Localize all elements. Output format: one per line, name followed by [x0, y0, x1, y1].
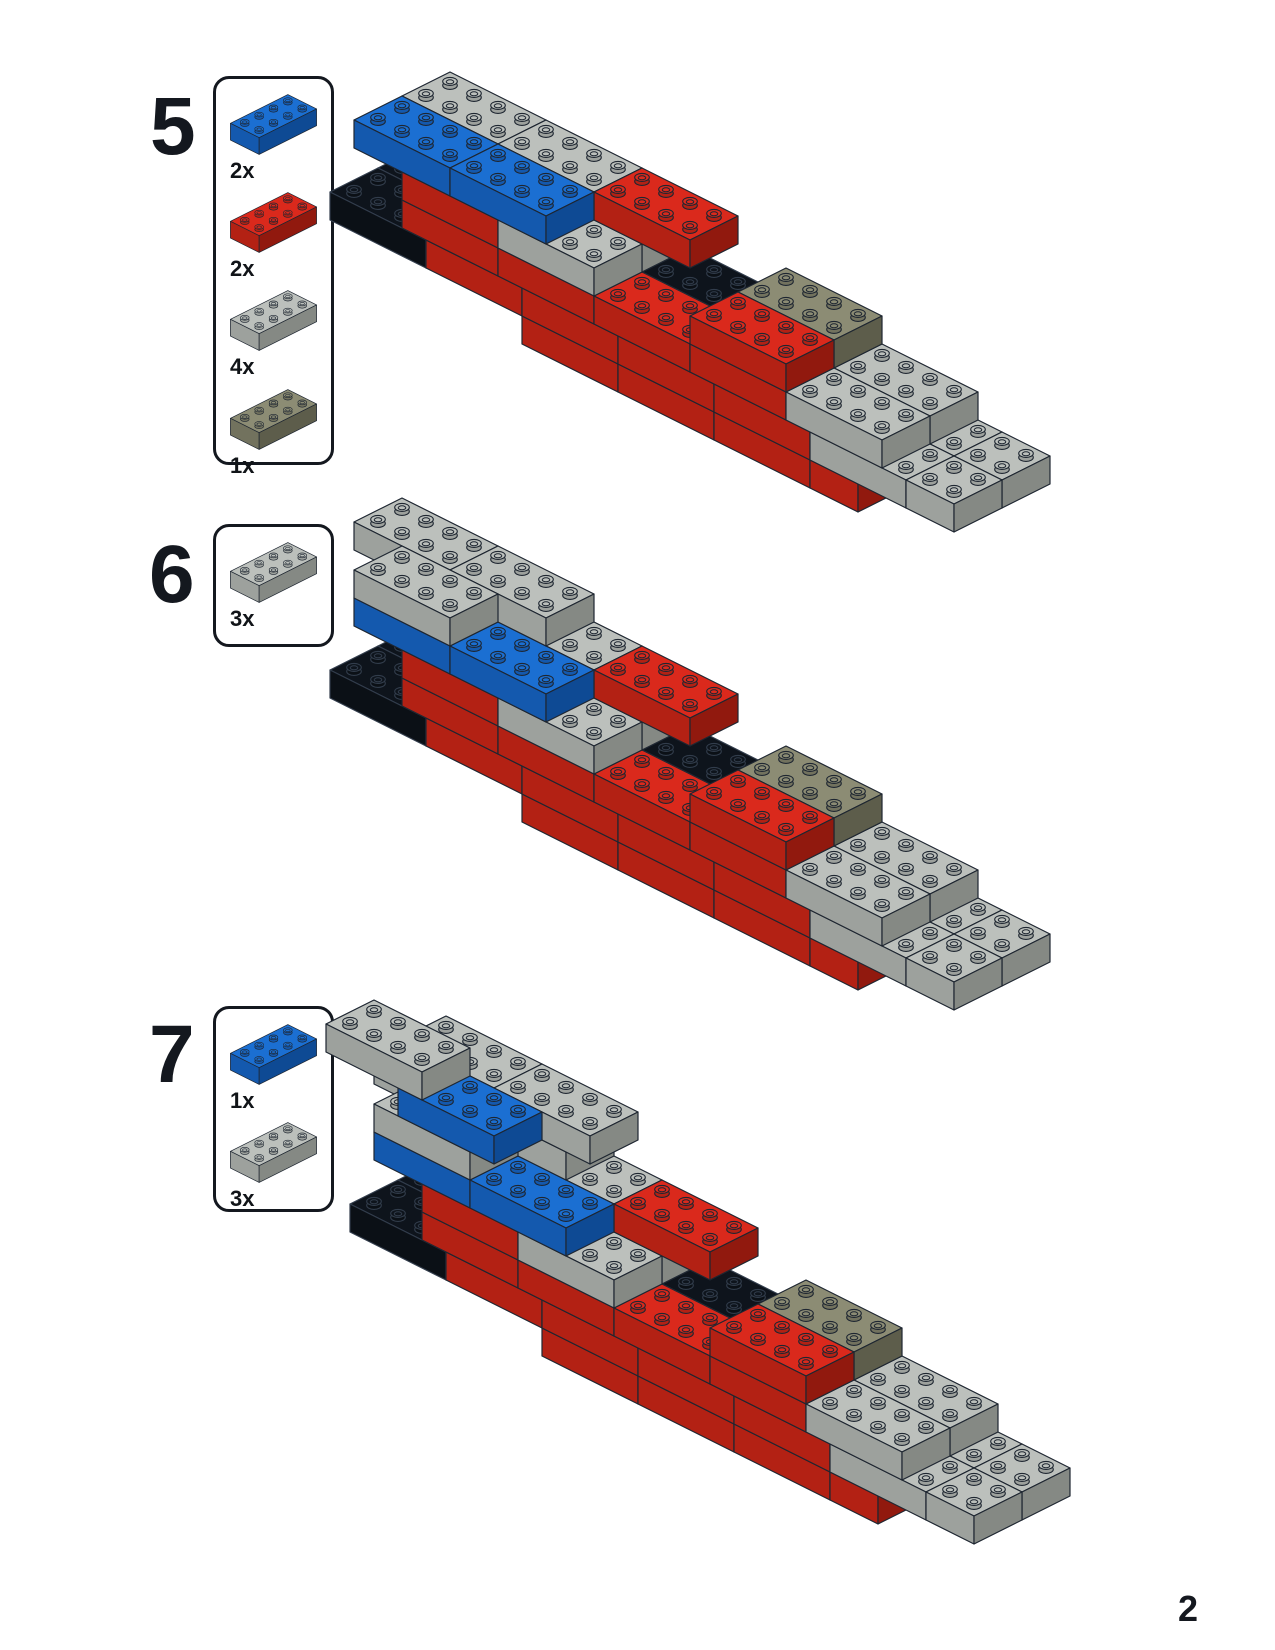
part-thumbnail-brick-2x4-gray	[228, 287, 319, 354]
part-brick-olive	[230, 388, 317, 450]
part-count-label: 4x	[230, 354, 255, 380]
step-7-number: 7	[149, 1009, 195, 1100]
part-brick-gray	[230, 542, 317, 603]
page-number: 2	[1178, 1588, 1199, 1629]
part-thumbnail-brick-2x4-gray	[228, 1119, 319, 1186]
part-item-gray: 3x	[228, 1119, 319, 1211]
part-brick-red	[230, 192, 317, 253]
part-item-blue: 1x	[228, 1021, 319, 1113]
part-item-gray: 4x	[228, 287, 319, 379]
step-5-parts-box: 2x 2x 4x 1x	[213, 76, 334, 477]
part-brick-blue	[230, 94, 317, 155]
step-7-model-illustration	[322, 994, 1074, 1550]
part-count-label: 1x	[230, 1088, 255, 1113]
step-5-model-illustration	[326, 66, 1054, 538]
part-brick-blue	[230, 1024, 317, 1085]
part-count-label: 2x	[230, 256, 255, 282]
part-count-label: 2x	[230, 158, 255, 183]
part-count-label: 3x	[230, 606, 255, 631]
part-item-blue: 2x	[228, 91, 319, 183]
part-thumbnail-brick-2x4-gray	[228, 539, 319, 606]
step-6-parts-box: 3x	[213, 524, 334, 647]
step-6-number: 6	[149, 529, 195, 620]
part-thumbnail-brick-2x4-blue	[228, 91, 319, 158]
step-7-parts-box: 1x 3x	[213, 1006, 334, 1212]
part-item-red: 2x	[228, 189, 319, 281]
part-thumbnail-brick-2x4-blue	[228, 1021, 319, 1088]
part-item-olive: 1x	[228, 386, 319, 478]
part-count-label: 1x	[230, 452, 255, 478]
part-thumbnail-brick-2x4-red	[228, 189, 319, 256]
step7-render	[325, 999, 1071, 1545]
step5-render	[329, 71, 1051, 533]
step6-render	[329, 497, 1051, 1011]
part-item-gray: 3x	[228, 539, 319, 631]
part-brick-gray	[230, 1122, 317, 1183]
part-thumbnail-brick-2x4-dark-gray	[228, 386, 319, 453]
step-6-model-illustration	[326, 492, 1054, 1016]
step-5-number: 5	[150, 81, 196, 172]
part-count-label: 3x	[230, 1186, 255, 1212]
part-brick-gray	[230, 290, 317, 352]
